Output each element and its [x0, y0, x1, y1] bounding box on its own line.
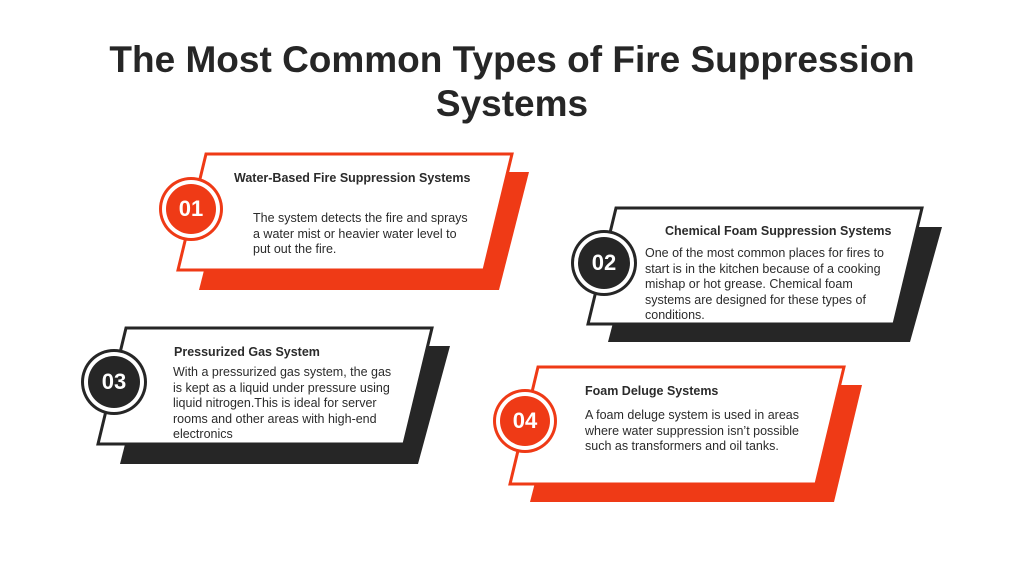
step-number-03: 03 — [101, 369, 127, 394]
card-03-heading: Pressurized Gas System — [174, 345, 320, 359]
card-04-shape — [508, 365, 862, 502]
step-number-01: 01 — [178, 196, 204, 221]
card-02-heading: Chemical Foam Suppression Systems — [665, 224, 892, 238]
step-number-badge-01: 01 — [166, 184, 216, 234]
page-title-line-2: Systems — [435, 83, 589, 124]
page-title-line-1: The Most Common Types of Fire Suppressio… — [109, 39, 915, 80]
card-04-description: A foam deluge system is used in areas wh… — [585, 408, 800, 454]
step-number-badge-04: 04 — [500, 396, 550, 446]
step-number-badge-02: 02 — [578, 237, 630, 289]
step-number-04: 04 — [512, 408, 538, 433]
card-02-shape — [586, 206, 942, 342]
card-01-heading: Water-Based Fire Suppression Systems — [234, 171, 471, 185]
page-title: The Most Common Types of Fire Suppressio… — [0, 38, 1024, 126]
card-01-description: The system detects the fire and sprays a… — [253, 211, 468, 257]
step-number-02: 02 — [591, 250, 617, 275]
card-03-description: With a pressurized gas system, the gas i… — [173, 365, 392, 442]
card-02-description: One of the most common places for fires … — [645, 246, 884, 323]
card-03-shape — [96, 326, 450, 464]
step-number-badge-03: 03 — [88, 356, 140, 408]
card-04-heading: Foam Deluge Systems — [585, 384, 719, 398]
